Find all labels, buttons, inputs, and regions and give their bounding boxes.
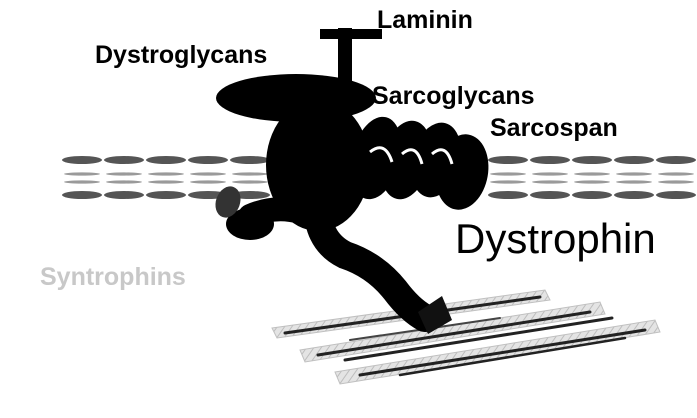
laminin-bar (320, 29, 382, 39)
sarcoglycan-complex (343, 111, 495, 213)
label-dystroglycans: Dystroglycans (95, 41, 267, 69)
label-dystrophin: Dystrophin (455, 215, 656, 262)
label-laminin: Laminin (377, 6, 473, 34)
actin-filaments (272, 290, 660, 384)
label-sarcospan: Sarcospan (490, 114, 618, 142)
label-syntrophins: Syntrophins (40, 263, 186, 291)
label-sarcoglycans: Sarcoglycans (372, 82, 535, 110)
